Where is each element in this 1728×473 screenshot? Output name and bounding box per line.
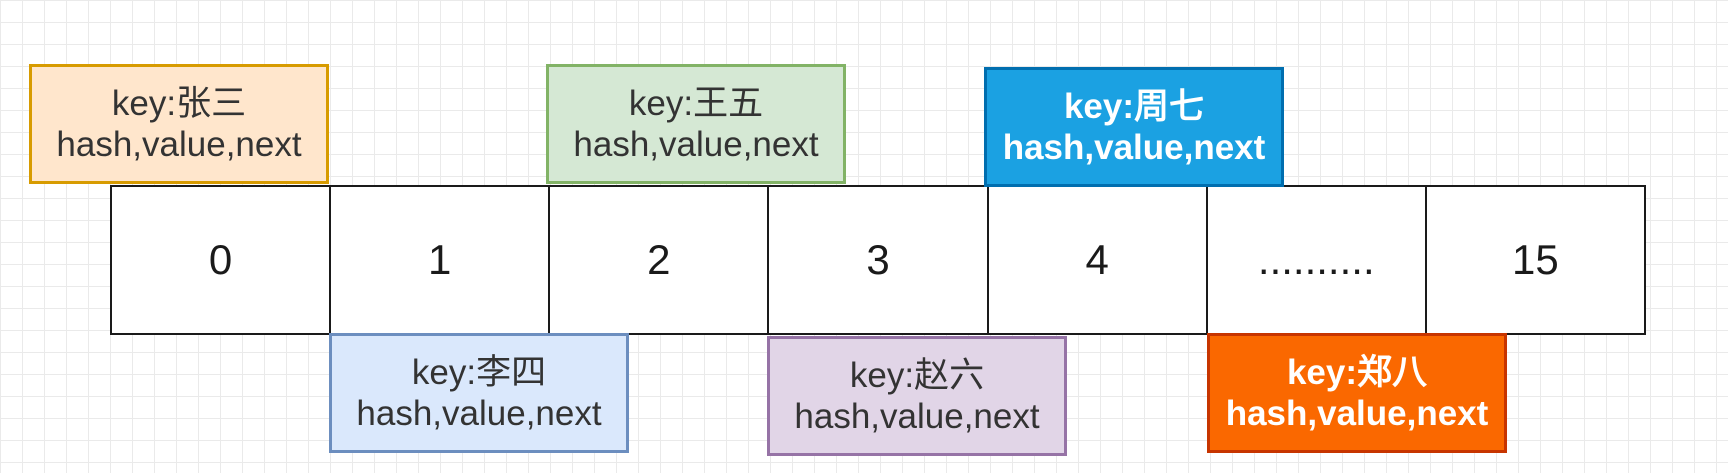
bucket-cell-1: 1 [331, 187, 551, 333]
bucket-cell-0: 0 [112, 187, 332, 333]
node-key-label: key:李四 [411, 352, 547, 392]
bucket-cell-3: 3 [769, 187, 989, 333]
node-key-label: key:周七 [1063, 86, 1205, 126]
node-wangwu: key:王五 hash,value,next [546, 64, 846, 184]
node-zhouqi: key:周七 hash,value,next [984, 67, 1284, 187]
node-zhengba: key:郑八 hash,value,next [1207, 333, 1507, 453]
bucket-cell-ellipsis: .......... [1208, 187, 1427, 333]
node-fields-label: hash,value,next [573, 125, 819, 164]
node-key-label: key:郑八 [1286, 352, 1428, 392]
node-fields-label: hash,value,next [794, 397, 1040, 436]
node-zhaoliu: key:赵六 hash,value,next [767, 336, 1067, 456]
node-fields-label: hash,value,next [356, 394, 602, 433]
bucket-cell-15: 15 [1512, 236, 1559, 283]
node-fields-label: hash,value,next [56, 125, 302, 164]
node-key-label: key:张三 [111, 83, 247, 123]
node-key-label: key:赵六 [849, 355, 985, 395]
node-fields-label: hash,value,next [1225, 394, 1489, 433]
bucket-cell-2: 2 [550, 187, 770, 333]
bucket-array: 0 1 2 3 4 .......... 15 [110, 185, 1646, 335]
node-zhangsan: key:张三 hash,value,next [29, 64, 329, 184]
node-fields-label: hash,value,next [1002, 128, 1266, 167]
node-key-label: key:王五 [628, 83, 764, 123]
node-lisi: key:李四 hash,value,next [329, 333, 629, 453]
bucket-cell-4: 4 [989, 187, 1208, 333]
